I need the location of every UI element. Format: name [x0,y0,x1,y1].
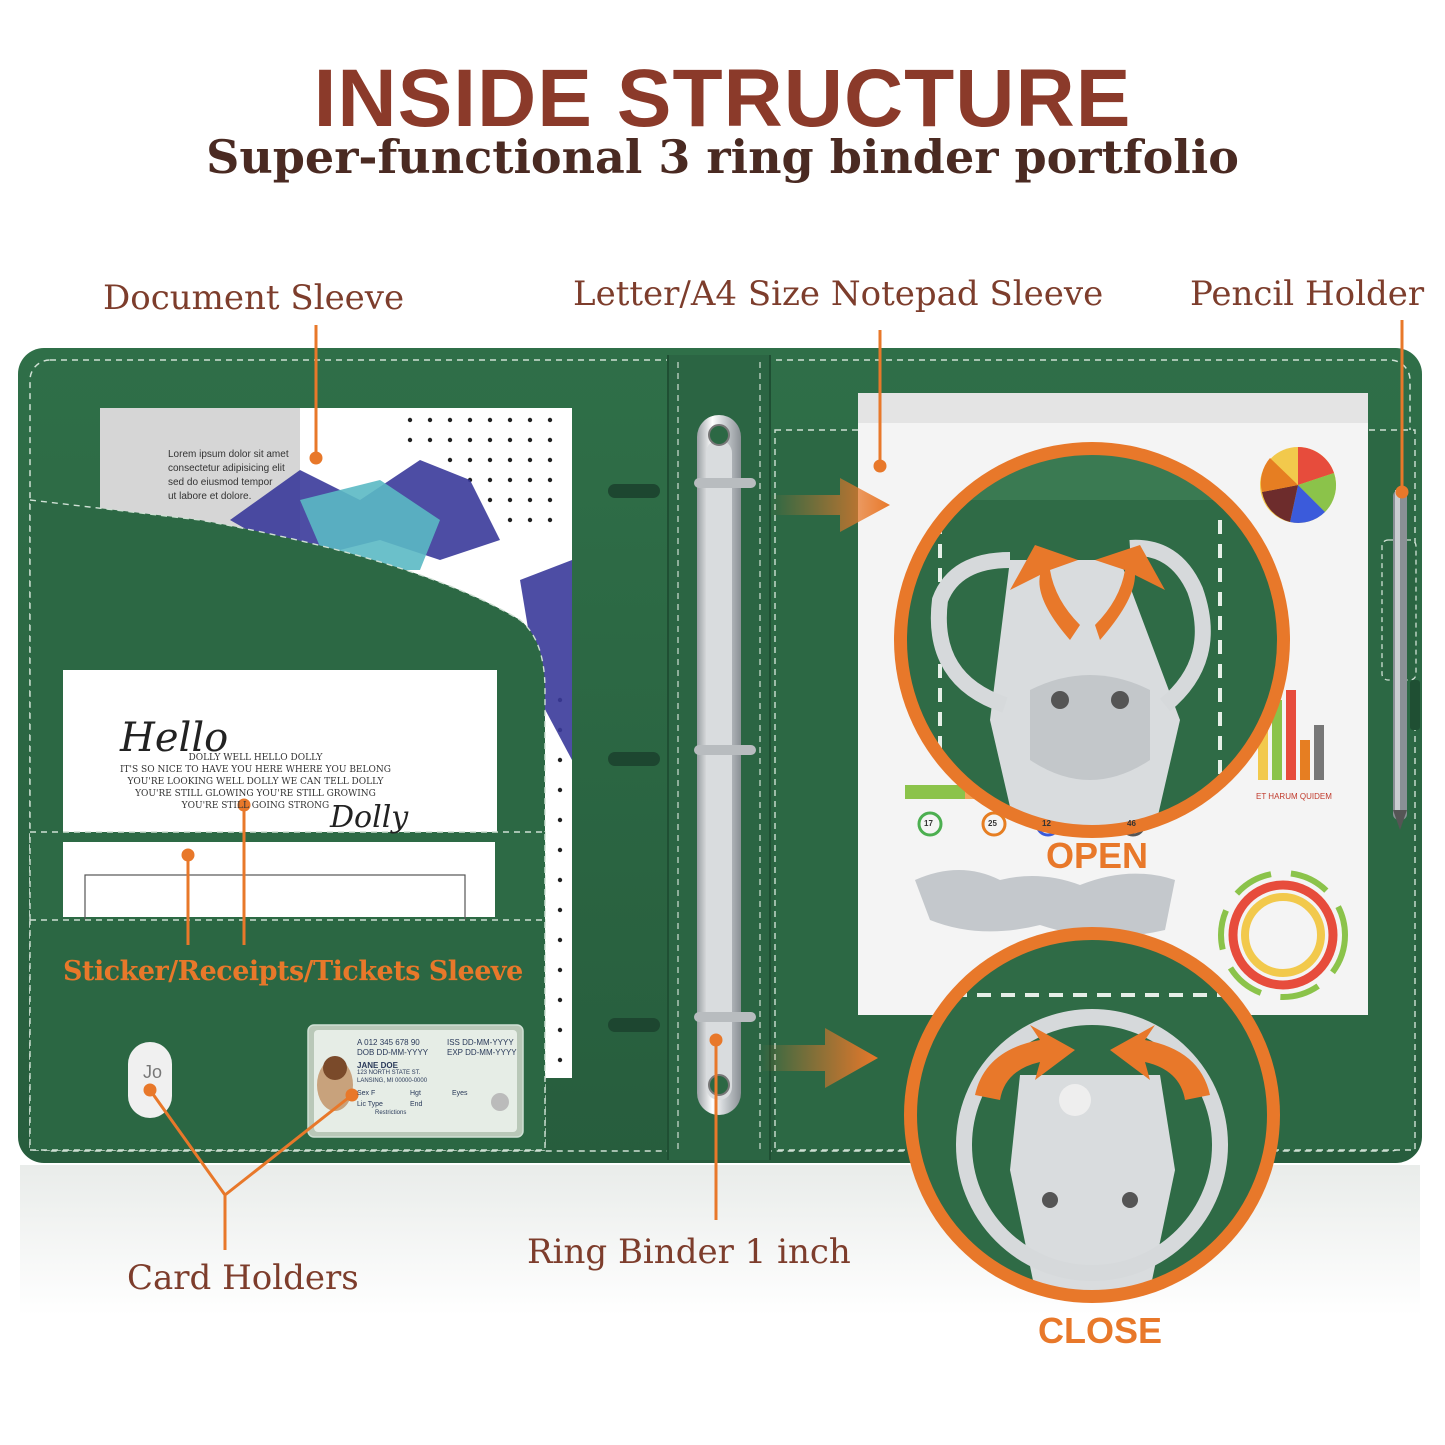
id-address2: LANSING, MI 00000-0000 [357,1078,428,1084]
slot [608,484,660,498]
business-card [128,1042,172,1118]
document-sheet-text: Lorem ipsum dolor sit amet consectetur a… [168,449,289,502]
page-title: INSIDE STRUCTURE [313,53,1132,144]
badge-1: 17 [924,819,933,828]
id-sex: Sex F [357,1090,376,1097]
id-eyes: Eyes [452,1090,468,1097]
id-hgt: Hgt [410,1090,421,1097]
id-restrictions: Restrictions [375,1110,407,1116]
arrow-to-open [770,478,890,532]
callout-notepad-sleeve: Letter/A4 Size Notepad Sleeve [573,274,1104,314]
close-label: CLOSE [1038,1310,1163,1351]
dolly-signature: Dolly [330,800,409,835]
infographic-caption: ET HARUM QUIDEM [1256,792,1332,801]
callout-pencil-holder: Pencil Holder [1190,274,1425,314]
id-dob: DOB DD-MM-YYYY [357,1048,429,1057]
id-exp: EXP DD-MM-YYYY [447,1048,517,1057]
callout-sticker-sleeve: Sticker/Receipts/Tickets Sleeve [63,956,523,987]
badge-4: 46 [1127,819,1136,828]
id-address1: 123 NORTH STATE ST. [357,1070,421,1076]
id-number: A 012 345 678 90 [357,1038,420,1047]
badge-3: 12 [1042,819,1051,828]
id-end: End [410,1101,423,1108]
callout-card-holders: Card Holders [127,1258,359,1298]
id-name: JANE DOE [357,1061,398,1070]
badge-2: 25 [988,819,997,828]
leader-lines [143,320,1409,1250]
arrow-to-close [760,1028,878,1088]
open-label: OPEN [1046,835,1149,876]
hello-script: Hello [120,715,229,761]
receipt-sheet [63,842,495,917]
slot [608,752,660,766]
hello-card-text: DOLLY WELL HELLO DOLLY IT'S SO NICE TO H… [120,753,391,811]
slot [608,1018,660,1032]
id-lic-type: Lic Type [357,1101,383,1108]
callout-document-sleeve: Document Sleeve [103,278,405,318]
id-iss: ISS DD-MM-YYYY [447,1038,514,1047]
callout-ring-binder: Ring Binder 1 inch [527,1232,851,1272]
business-card-text: Jo [143,1062,163,1082]
page-subtitle: Super-functional 3 ring binder portfolio [206,130,1239,184]
hello-card [63,670,497,838]
